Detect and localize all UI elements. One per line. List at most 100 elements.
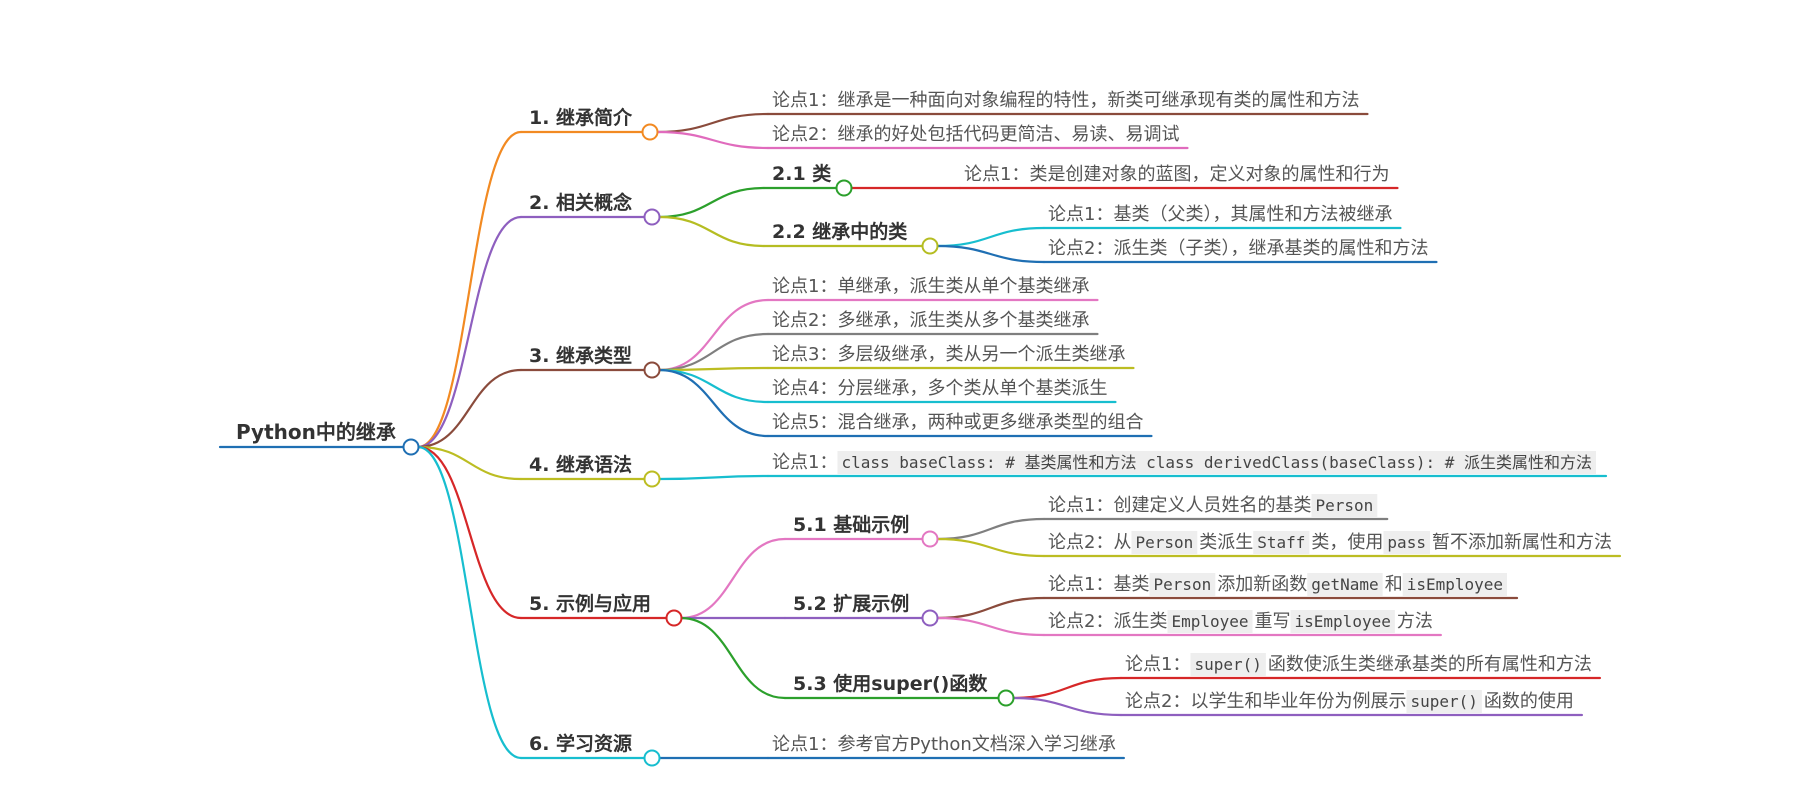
- inline-code-bg: [1131, 531, 1198, 554]
- leaf-children-4-children-1-children-1-edge: [935, 616, 1046, 637]
- topic-children-4-dot[interactable]: [665, 609, 683, 627]
- leaf-children-4-children-1-children-0-edge: [935, 596, 1046, 620]
- leaf-children-2-children-0-edge: [657, 298, 770, 372]
- leaf-children-1-children-1-children-0: 论点1：基类（父类），其属性和方法被继承: [1048, 204, 1392, 225]
- leaf-children-4-children-0-children-1-edge: [935, 537, 1046, 558]
- topic-children-1-edge: [416, 215, 523, 449]
- text-segment: 论点2：以学生和毕业年份为例展示: [1125, 691, 1406, 712]
- leaf-children-1-children-0-children-0: 论点1：类是创建对象的蓝图，定义对象的属性和行为: [964, 164, 1389, 185]
- leaf-children-2-children-4: 论点5：混合继承，两种或更多继承类型的组合: [772, 412, 1143, 433]
- leaf-children-5-children-0: 论点1：参考官方Python文档深入学习继承: [772, 734, 1116, 755]
- text-segment: 论点1：: [1125, 654, 1190, 675]
- topic-children-0-dot[interactable]: [641, 123, 659, 141]
- topic-children-1-children-1-edge: [657, 215, 766, 248]
- topic-children-4-children-1-dot[interactable]: [921, 609, 939, 627]
- inline-code-bg: [1167, 610, 1253, 633]
- topic-children-0-edge: [416, 130, 523, 449]
- topic-children-4-edge: [416, 445, 523, 620]
- inline-code-bg: [1402, 573, 1508, 596]
- text-segment: 论点1：基类: [1048, 574, 1149, 595]
- topic-children-5-edge: [416, 445, 523, 760]
- topic-children-4-children-0-dot[interactable]: [921, 530, 939, 548]
- topic-children-2-edge: [416, 368, 523, 449]
- text-segment: 类，使用: [1311, 532, 1383, 553]
- text-segment: 函数的使用: [1484, 691, 1574, 712]
- inline-code: Person: [1315, 496, 1373, 515]
- inline-code-bg: [1149, 573, 1216, 596]
- topic-children-1-children-0-edge: [657, 186, 766, 219]
- topic-children-4-children-1: 5.2 扩展示例: [793, 592, 909, 615]
- text-segment: 论点2：派生类: [1048, 611, 1167, 632]
- leaf-children-1-children-1-children-0-edge: [935, 226, 1046, 248]
- text-segment: 论点1：: [772, 452, 837, 473]
- inline-code: getName: [1311, 575, 1378, 594]
- text-segment: 类派生: [1199, 532, 1253, 553]
- leaf-children-2-children-4-edge: [657, 368, 770, 438]
- inline-code: super(): [1410, 692, 1477, 711]
- leaf-children-0-children-1-edge: [655, 130, 770, 150]
- topic-children-3-edge: [416, 445, 523, 481]
- text-segment: 暂不添加新属性和方法: [1432, 532, 1612, 553]
- leaf-children-2-children-3-edge: [657, 368, 770, 404]
- root-topic: Python中的继承: [236, 420, 396, 444]
- leaf-children-1-children-1-children-1: 论点2：派生类（子类），继承基类的属性和方法: [1048, 238, 1428, 259]
- topic-children-4-children-0: 5.1 基础示例: [793, 513, 909, 536]
- leaf-children-0-children-1: 论点2：继承的好处包括代码更简洁、易读、易调试: [772, 124, 1179, 145]
- root-topic-dot[interactable]: [402, 438, 420, 456]
- topic-children-2-dot[interactable]: [643, 361, 661, 379]
- text-segment: 重写: [1255, 611, 1291, 632]
- inline-code-bg: [1311, 494, 1378, 517]
- inline-code: Person: [1153, 575, 1211, 594]
- topic-children-1-children-0: 2.1 类: [772, 162, 831, 185]
- leaf-children-1-children-1-children-1-edge: [935, 244, 1046, 264]
- leaf-children-4-children-2-children-1-edge: [1011, 696, 1123, 717]
- inline-code-bg: [1307, 573, 1383, 596]
- inline-code: Person: [1135, 533, 1193, 552]
- mindmap-nodes: Python中的继承 1. 继承简介 论点1：继承是一种面向对象编程的特性，新类可继…: [236, 90, 1612, 767]
- text-segment: 方法: [1397, 611, 1433, 632]
- topic-children-1-children-0-dot[interactable]: [835, 179, 853, 197]
- topic-children-2: 3. 继承类型: [529, 344, 632, 367]
- leaf-children-2-children-2: 论点3：多层级继承，类从另一个派生类继承: [772, 344, 1125, 365]
- topic-children-1-children-1-dot[interactable]: [921, 237, 939, 255]
- topic-children-4-children-2: 5.3 使用super()函数: [793, 672, 988, 695]
- inline-code: pass: [1387, 533, 1426, 552]
- text-segment: 论点2：从: [1048, 532, 1131, 553]
- topic-children-3-dot[interactable]: [643, 470, 661, 488]
- topic-children-4-children-2-edge: [679, 616, 787, 700]
- text-segment: 函数使派生类继承基类的所有属性和方法: [1268, 654, 1592, 675]
- inline-code: Staff: [1257, 533, 1305, 552]
- text-segment: 添加新函数: [1217, 574, 1307, 595]
- topic-children-5-dot[interactable]: [643, 749, 661, 767]
- topic-children-4-children-0-edge: [679, 537, 787, 620]
- leaf-children-0-children-0-edge: [655, 112, 770, 134]
- leaf-children-3-children-0-edge: [657, 474, 770, 481]
- leaf-children-3-children-0: 论点1：class baseClass: # 基类属性和方法 class der…: [772, 451, 1596, 474]
- inline-code: Employee: [1171, 612, 1248, 631]
- mindmap-edges: [218, 112, 1622, 760]
- leaf-children-2-children-1-edge: [657, 332, 770, 372]
- leaf-children-4-children-0-children-0-edge: [935, 517, 1046, 541]
- leaf-children-2-children-1: 论点2：多继承，派生类从多个基类继承: [772, 310, 1089, 331]
- inline-code-bg: [1290, 610, 1395, 633]
- inline-code-bg: [837, 451, 1596, 474]
- leaf-children-4-children-2-children-0: 论点1：super()函数使派生类继承基类的所有属性和方法: [1125, 653, 1592, 676]
- topic-children-1: 2. 相关概念: [529, 191, 632, 214]
- inline-code-bg: [1383, 531, 1430, 554]
- topic-children-1-dot[interactable]: [643, 208, 661, 226]
- topic-children-4-children-2-dot[interactable]: [997, 689, 1015, 707]
- inline-code: class baseClass: # 基类属性和方法 class derived…: [841, 453, 1592, 472]
- inline-code-bg: [1406, 690, 1482, 713]
- leaf-children-4-children-2-children-0-edge: [1011, 676, 1123, 700]
- topic-children-0: 1. 继承简介: [529, 106, 633, 129]
- topic-children-4: 5. 示例与应用: [529, 592, 651, 615]
- leaf-children-0-children-0: 论点1：继承是一种面向对象编程的特性，新类可继承现有类的属性和方法: [772, 90, 1359, 111]
- leaf-children-2-children-0: 论点1：单继承，派生类从单个基类继承: [772, 276, 1089, 297]
- inline-code-bg: [1253, 531, 1310, 554]
- inline-code-bg: [1190, 653, 1266, 676]
